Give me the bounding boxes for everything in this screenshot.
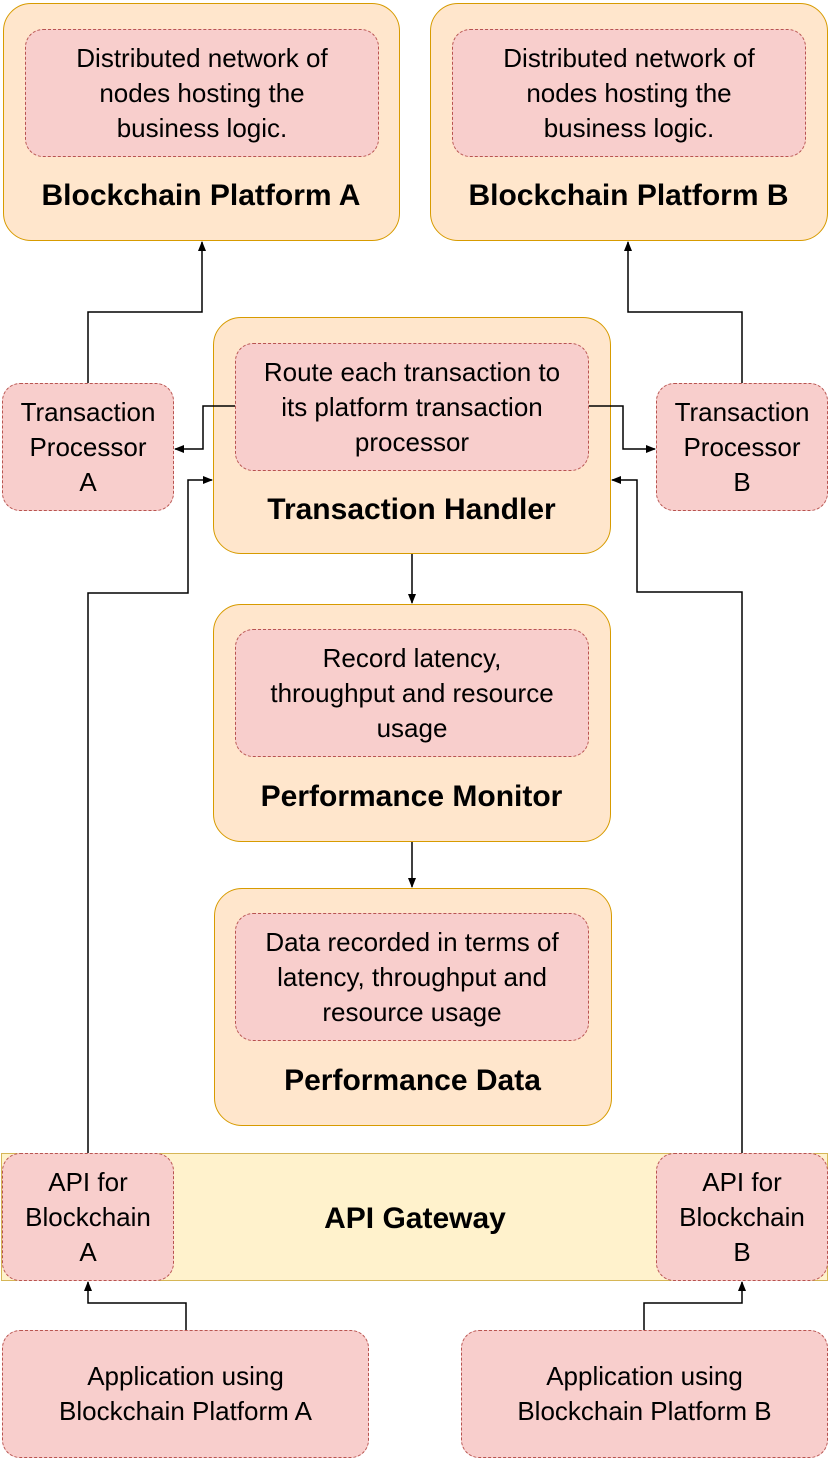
arrow-processor-b-to-platform-b xyxy=(624,241,743,383)
performance-data-title: Performance Data xyxy=(284,1064,541,1097)
performance-monitor: Record latency, throughput and resource … xyxy=(213,604,611,842)
transaction-handler-title: Transaction Handler xyxy=(267,493,556,526)
transaction-handler-description: Route each transaction to its platform t… xyxy=(235,343,589,471)
platform-b-description: Distributed network of nodes hosting the… xyxy=(452,29,806,157)
arrow-api-b-to-handler xyxy=(611,476,743,1153)
transaction-processor-a: Transaction Processor A xyxy=(2,383,174,511)
arrow-processor-a-to-platform-a xyxy=(87,241,206,383)
api-for-blockchain-b: API for Blockchain B xyxy=(656,1153,828,1281)
platform-b-title: Blockchain Platform B xyxy=(468,179,789,212)
performance-data-description: Data recorded in terms of latency, throu… xyxy=(235,913,589,1041)
performance-data: Data recorded in terms of latency, throu… xyxy=(214,888,612,1126)
api-gateway-title: API Gateway xyxy=(324,1202,506,1235)
blockchain-platform-b: Distributed network of nodes hosting the… xyxy=(430,3,828,241)
application-platform-a: Application using Blockchain Platform A xyxy=(2,1330,369,1458)
arrow-app-a-to-api-a xyxy=(84,1281,187,1330)
transaction-processor-b: Transaction Processor B xyxy=(656,383,828,511)
performance-monitor-description: Record latency, throughput and resource … xyxy=(235,629,589,757)
platform-a-description: Distributed network of nodes hosting the… xyxy=(25,29,379,157)
platform-a-title: Blockchain Platform A xyxy=(41,179,361,212)
arrow-api-a-to-handler xyxy=(87,476,213,1153)
api-for-blockchain-a: API for Blockchain A xyxy=(2,1153,174,1281)
transaction-handler: Route each transaction to its platform t… xyxy=(213,317,611,554)
blockchain-platform-a: Distributed network of nodes hosting the… xyxy=(3,3,400,241)
arrow-app-b-to-api-b xyxy=(643,1281,746,1330)
application-platform-b: Application using Blockchain Platform B xyxy=(461,1330,828,1458)
performance-monitor-title: Performance Monitor xyxy=(260,780,563,813)
